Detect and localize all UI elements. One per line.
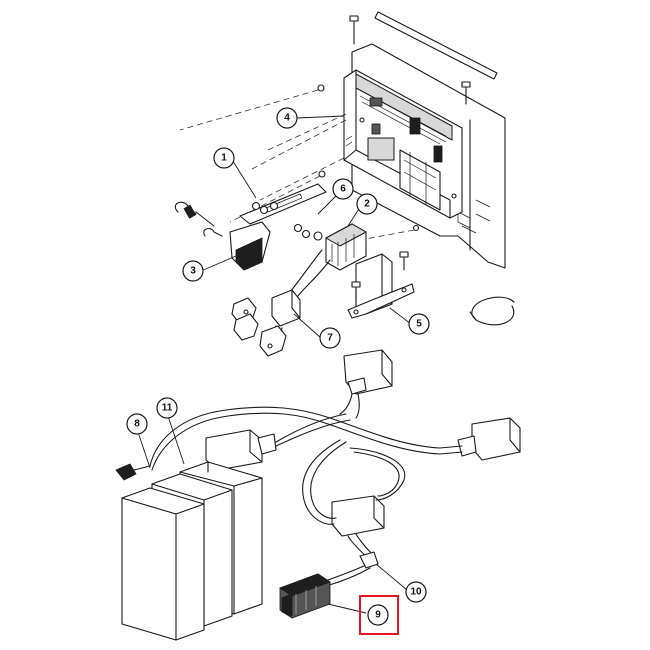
callout-8-label: 8	[134, 419, 140, 430]
motor-controller	[343, 69, 463, 219]
nuts-and-washers	[251, 201, 323, 241]
retaining-ring	[469, 296, 515, 326]
part-9-connector	[279, 573, 331, 619]
callout-6: 6	[332, 178, 354, 200]
callout-9-label: 9	[375, 610, 381, 621]
highlight-box	[359, 595, 399, 635]
battery-connector	[289, 223, 367, 297]
callout-5: 5	[408, 313, 430, 335]
cable-with-ferrite	[231, 289, 301, 357]
callout-5-label: 5	[416, 319, 422, 330]
plate-screws	[317, 84, 420, 232]
callout-11: 11	[156, 397, 178, 419]
callout-10-label: 10	[410, 587, 422, 598]
callout-7: 7	[319, 327, 341, 349]
wiring-harness	[115, 349, 521, 587]
callout-3-label: 3	[190, 266, 196, 277]
callout-1-label: 1	[221, 153, 227, 164]
callout-4-label: 4	[284, 113, 290, 124]
callout-10: 10	[405, 581, 427, 603]
callout-6-label: 6	[340, 184, 346, 195]
fuse-holder-bracket	[174, 183, 327, 271]
callout-11-label: 11	[162, 403, 173, 414]
callout-8: 8	[126, 413, 148, 435]
callout-2: 2	[356, 193, 378, 215]
mounting-bracket	[347, 251, 415, 319]
callout-7-label: 7	[327, 333, 333, 344]
callout-1: 1	[213, 147, 235, 169]
battery-blocks	[121, 461, 263, 641]
callout-4: 4	[276, 107, 298, 129]
callout-3: 3	[182, 260, 204, 282]
callout-2-label: 2	[364, 199, 370, 210]
callout-9: 9	[367, 604, 389, 626]
